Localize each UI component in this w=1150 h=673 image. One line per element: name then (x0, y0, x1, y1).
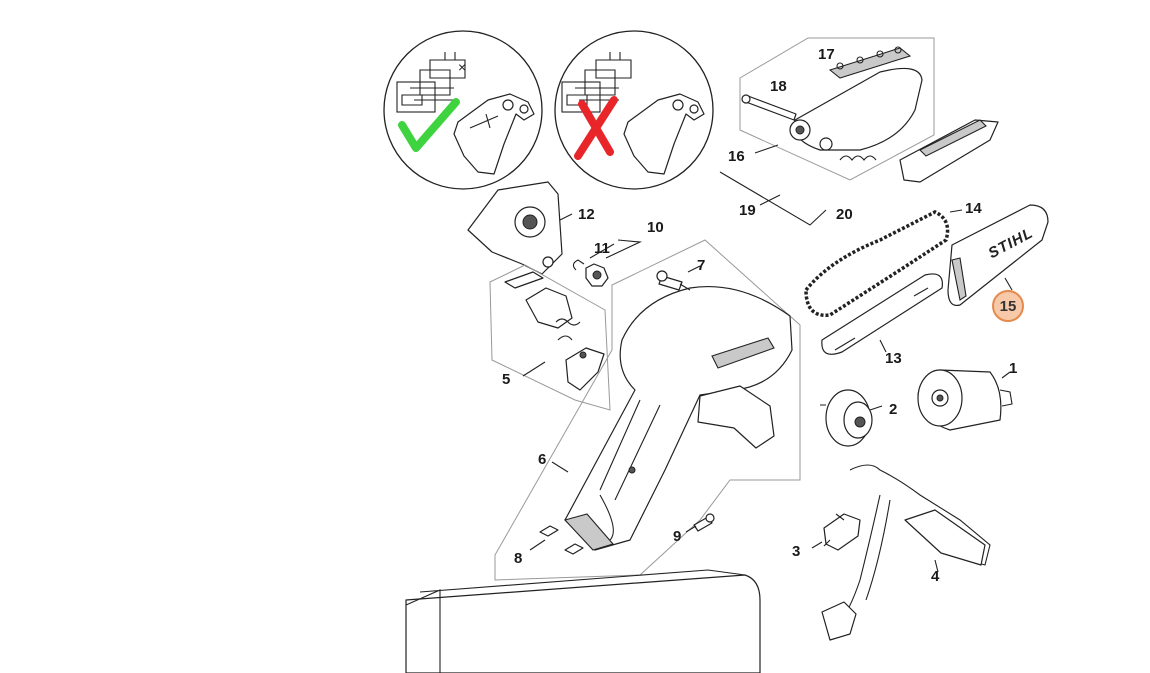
label-part-5: 5 (502, 371, 510, 388)
part-12-sprocket-cover (467, 181, 573, 275)
label-part-15-highlight: 15 (992, 290, 1024, 322)
label-part-17: 17 (818, 46, 835, 63)
part-10-11-sprocket (572, 239, 643, 287)
svg-text:×: × (458, 59, 466, 75)
label-part-8: 8 (514, 550, 522, 567)
part-5-group (489, 264, 611, 411)
part-14-saw-chain (804, 209, 963, 318)
detail-correct-installation: × (383, 30, 543, 190)
part-6-housing-group: STIHL (494, 239, 801, 581)
label-part-12: 12 (578, 206, 595, 223)
label-part-3: 3 (792, 543, 800, 560)
part-number-labels: 1 2 3 4 5 6 7 8 9 10 11 12 13 14 15 16 1… (502, 46, 1024, 585)
part-3-switch (811, 513, 861, 551)
label-part-10: 10 (647, 219, 664, 236)
part-15-bar-cover: STIHL (947, 204, 1049, 307)
label-part-13: 13 (885, 350, 902, 367)
label-part-2: 2 (889, 401, 897, 418)
battery-pack-outline (405, 569, 761, 673)
part-4-wiring-harness (821, 464, 991, 641)
label-part-9: 9 (673, 528, 681, 545)
label-part-4: 4 (931, 568, 940, 585)
label-part-11: 11 (594, 240, 610, 257)
part-8-clips (529, 525, 584, 555)
label-part-14: 14 (965, 200, 982, 217)
part-9-screw (685, 513, 715, 533)
detail-wrong-installation (554, 30, 714, 190)
label-part-7: 7 (697, 257, 705, 274)
cross-mark-icon (574, 96, 618, 160)
part-1-motor (917, 369, 1013, 431)
part-2-clutch (820, 389, 883, 447)
label-part-19: 19 (739, 202, 756, 219)
cover-kit-group (739, 37, 935, 181)
label-part-16: 16 (728, 148, 745, 165)
label-part-1: 1 (1009, 360, 1017, 377)
part-20-cover (899, 119, 999, 183)
part-7-screw (656, 265, 701, 291)
check-mark-icon (398, 98, 460, 152)
label-part-18: 18 (770, 78, 787, 95)
label-part-20: 20 (836, 206, 853, 223)
label-part-15: 15 (1000, 298, 1017, 315)
part-13-guide-bar (821, 273, 943, 355)
label-part-6: 6 (538, 451, 546, 468)
